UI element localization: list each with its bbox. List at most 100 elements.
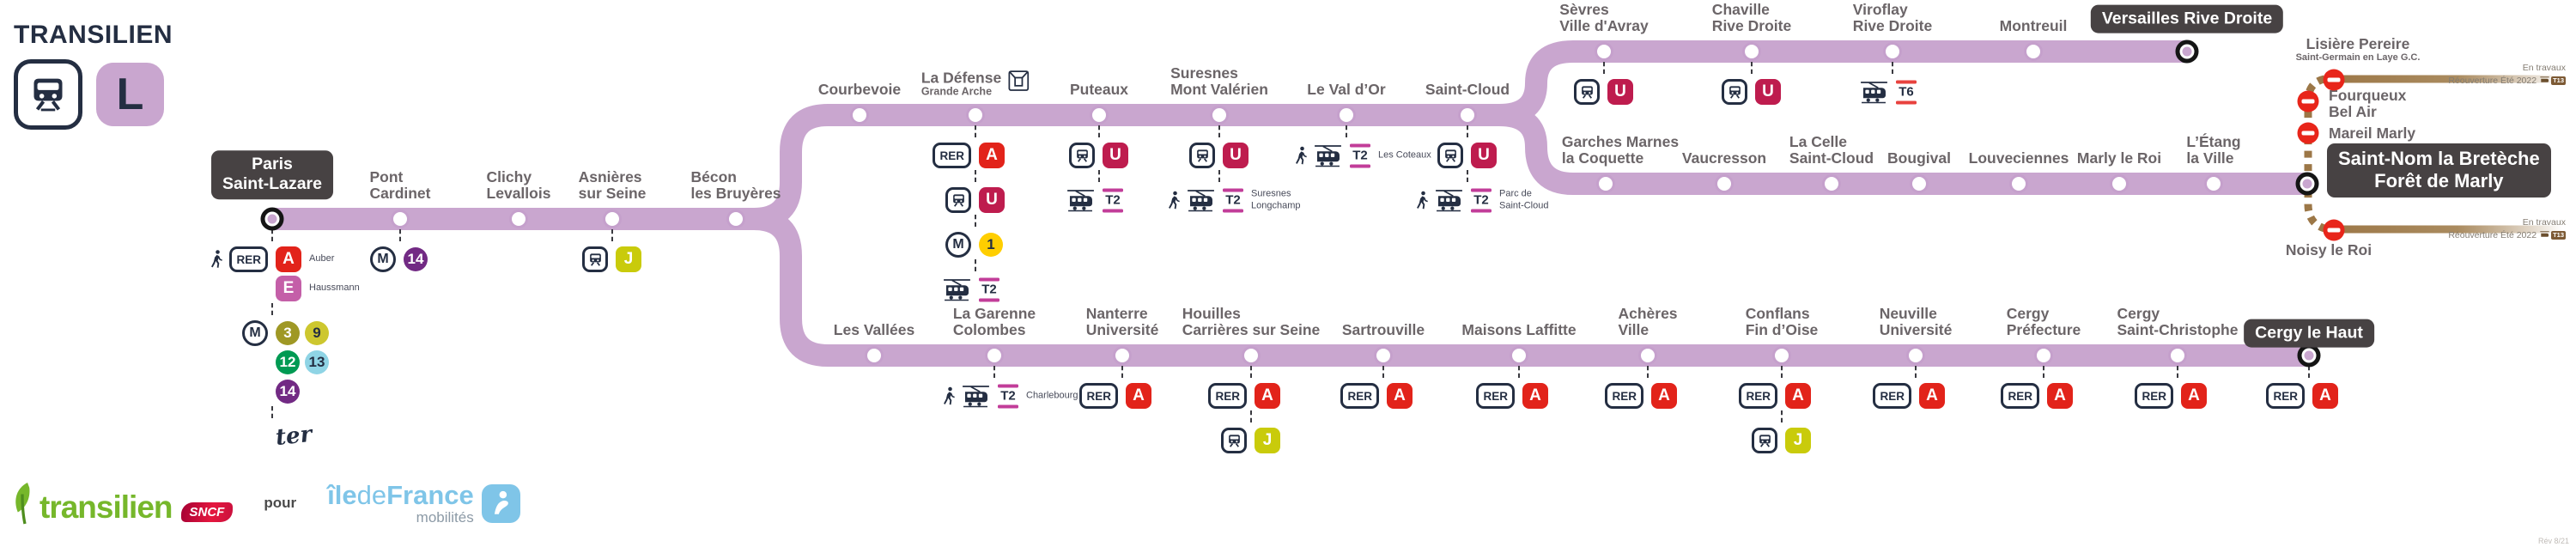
rer-icon: RER — [1739, 383, 1777, 409]
rer-icon: RER — [1476, 383, 1515, 409]
station-dot-l-etang-la-ville — [2204, 174, 2223, 193]
metro-icon: M — [370, 246, 396, 272]
train-box-icon — [1069, 143, 1095, 168]
rer-icon: RER — [1208, 383, 1247, 409]
rer-icon: RER — [1340, 383, 1379, 409]
tram-icon — [943, 278, 971, 301]
construction-dashed-line — [2304, 75, 2326, 233]
station-dot-clichy-levallois — [509, 210, 528, 228]
rer-line-A-badge: A — [1255, 383, 1280, 409]
connection-tick — [1250, 366, 1252, 378]
tram-icon — [1187, 189, 1215, 211]
connection-tick — [1098, 125, 1100, 137]
tram-icon — [1066, 189, 1095, 211]
sncf-logo: SNCF — [180, 502, 234, 522]
connection-tick — [975, 125, 976, 137]
transilien-line-J-badge: J — [616, 246, 641, 272]
station-dot-chaville-rive-droite — [1742, 42, 1761, 61]
train-box-icon — [1221, 428, 1247, 453]
rer-icon: RER — [229, 246, 268, 272]
construction-station-label-mareil-marly: Mareil Marly — [2329, 125, 2416, 142]
idf-de: de — [356, 480, 387, 510]
connection-tick — [1121, 366, 1123, 378]
connection-note: Haussmann — [309, 283, 360, 294]
rer-line-A-badge: A — [979, 143, 1005, 168]
station-label-le-val-d-or: Le Val d’Or — [1307, 81, 1386, 99]
connection-tick — [611, 229, 613, 241]
train-icon — [1228, 434, 1240, 447]
rer-line-A-badge: A — [276, 246, 301, 272]
connection-tick — [1250, 410, 1252, 422]
tram-icon — [1315, 144, 1341, 167]
station-dot-sevres-ville-d-avray — [1595, 42, 1613, 61]
closed-station-icon-mareil-marly — [2297, 122, 2319, 144]
closed-station-icon-lisiere-pereire — [2323, 69, 2345, 91]
connection-row: T6 — [1861, 78, 1917, 106]
connection-note: Charlebourg — [1026, 390, 1078, 401]
tram-t13-mini-icons: T13 — [2540, 76, 2566, 85]
connection-tick — [2177, 366, 2178, 378]
pour-text: pour — [264, 495, 297, 511]
tram-line-T2-badge: T2 — [1350, 142, 1370, 170]
transilien-line-U-badge: U — [1471, 143, 1497, 168]
walk-icon — [942, 385, 957, 407]
train-box-icon — [945, 187, 971, 213]
connection-row: U — [1574, 79, 1633, 105]
station-dot-garches-marnes-la-coquette — [1596, 174, 1615, 193]
rer-icon: RER — [2135, 383, 2173, 409]
station-label-bougival: Bougival — [1887, 149, 1951, 167]
metro-line-3-badge: 3 — [276, 321, 300, 345]
station-dot-la-garenne-colombes — [985, 346, 1004, 365]
station-dot-cergy-saint-christophe — [2168, 346, 2187, 365]
closed-station-icon-noisy-le-roi — [2323, 219, 2345, 241]
connection-tick — [1467, 125, 1468, 137]
connection-left-icons — [582, 246, 608, 272]
connection-left-icons — [1860, 81, 1888, 103]
train-box-icon — [1189, 143, 1215, 168]
transilien-wordmark: TRANSILIEN — [14, 21, 173, 49]
train-box-icon — [1752, 428, 1777, 453]
connection-row: J — [1221, 428, 1280, 453]
station-dot-bougival — [1910, 174, 1929, 193]
train-icon — [1759, 434, 1771, 447]
station-dot-montreuil — [2024, 42, 2043, 61]
construction-station-label-fourqueux-bel-air: Fourqueux Bel Air — [2329, 87, 2407, 121]
rer-line-A-badge: A — [1651, 383, 1677, 409]
connection-tick — [271, 303, 273, 315]
connection-row: U — [1722, 79, 1781, 105]
station-dot-saint-cloud — [1458, 106, 1477, 125]
connection-tick — [993, 366, 995, 378]
connection-tick — [2043, 366, 2044, 378]
station-label-louveciennes: Louveciennes — [1968, 149, 2069, 167]
idf-france: France — [386, 480, 474, 510]
station-label-vaucresson: Vaucresson — [1681, 149, 1767, 167]
walk-icon — [1417, 191, 1428, 209]
connection-left-icons — [1752, 428, 1777, 453]
connection-left-icons: RER — [1208, 383, 1247, 409]
connection-row: T2 — [944, 276, 999, 304]
train-icon — [1196, 149, 1208, 162]
transilien-line-U-badge: U — [1607, 79, 1633, 105]
train-box-icon — [582, 246, 608, 272]
train-icon — [589, 252, 601, 266]
station-label-montreuil: Montreuil — [1999, 17, 2068, 35]
